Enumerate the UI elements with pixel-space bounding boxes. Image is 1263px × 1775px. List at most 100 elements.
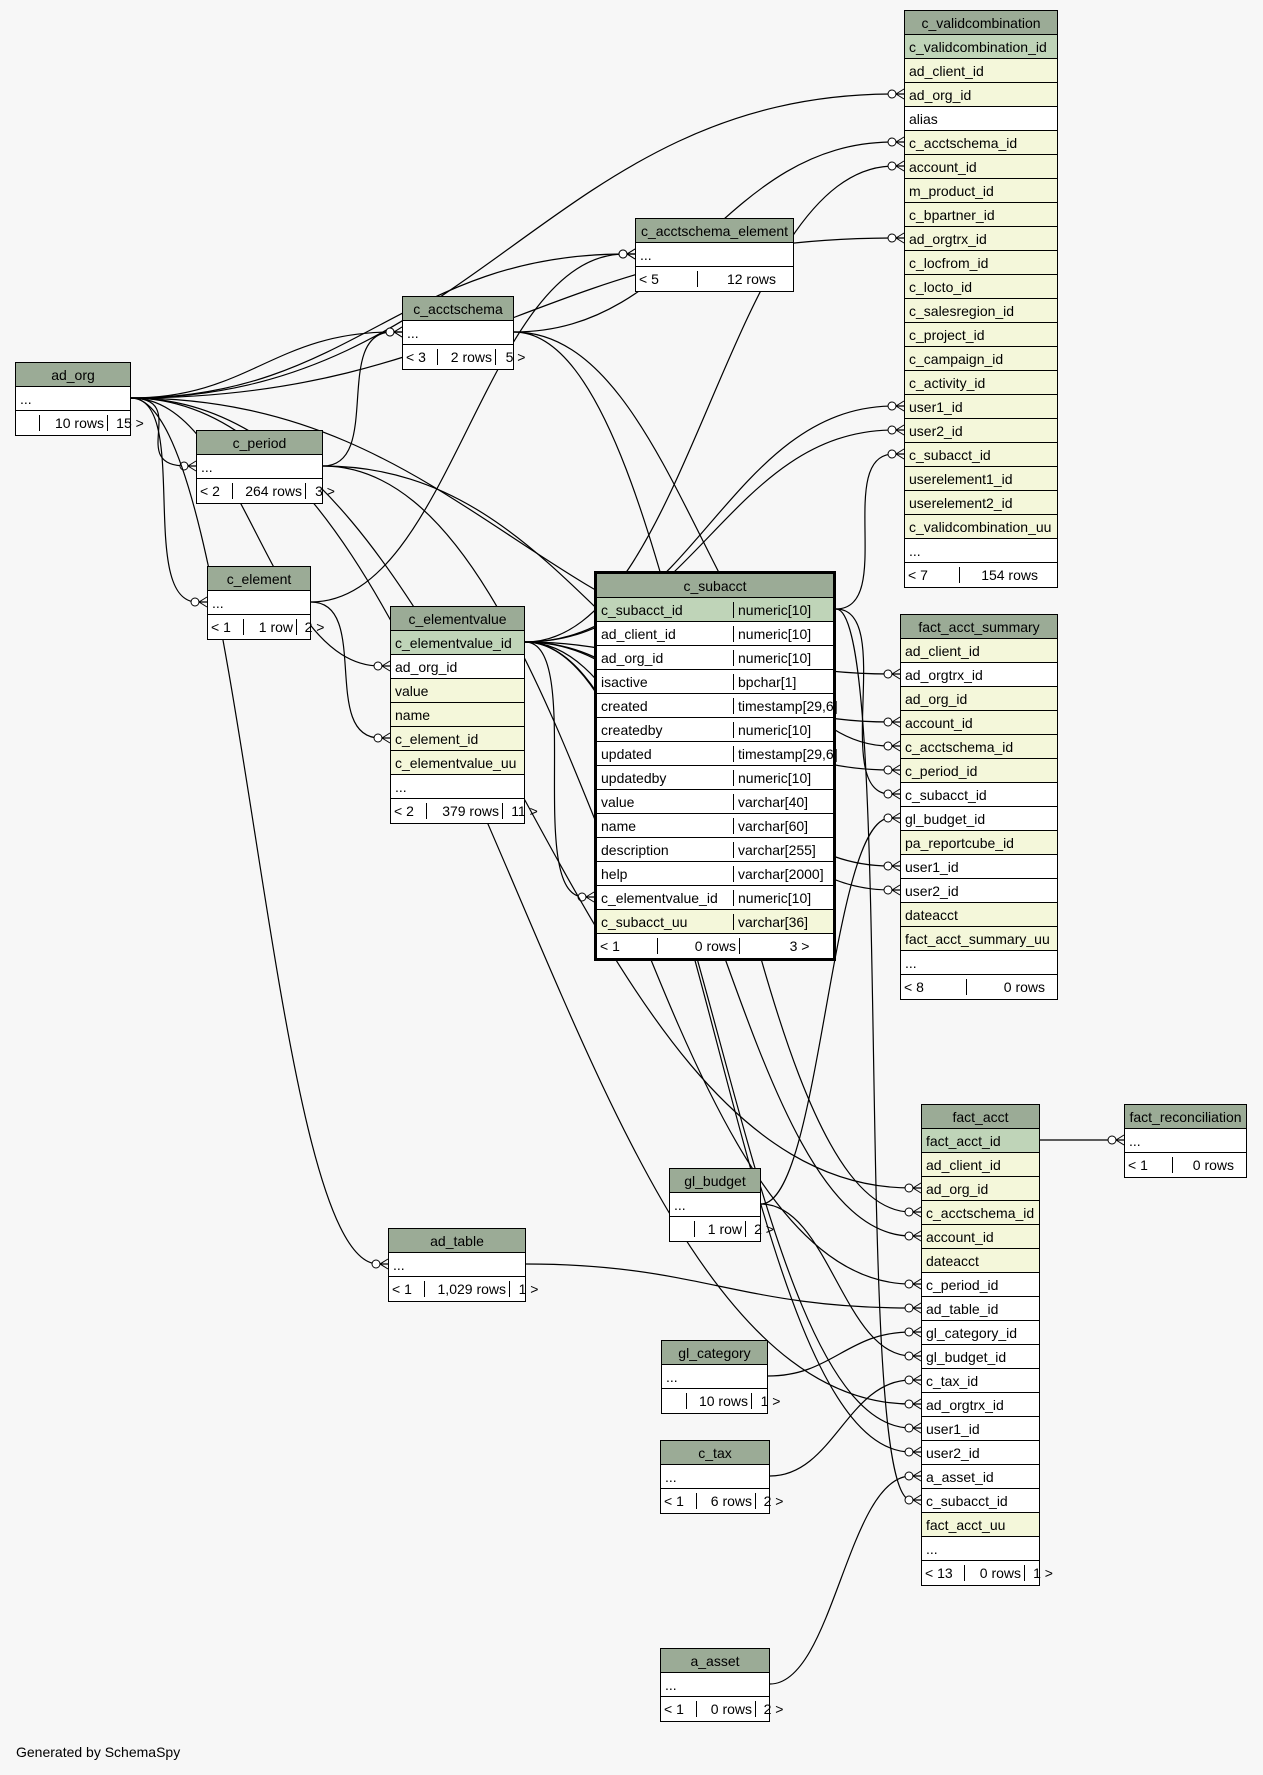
children-count[interactable]: 1 > bbox=[751, 1393, 789, 1409]
column-name: c_acctschema_id bbox=[905, 738, 1014, 755]
optional-marker bbox=[883, 741, 893, 751]
column-name: gl_category_id bbox=[926, 1324, 1018, 1341]
column-type: timestamp[29,6] bbox=[733, 697, 856, 714]
optional-marker bbox=[883, 861, 893, 871]
children-count[interactable]: 1 > bbox=[509, 1281, 547, 1297]
parents-count[interactable]: < 3 bbox=[406, 349, 426, 365]
column-row: c_locto_id bbox=[905, 275, 1057, 299]
optional-marker bbox=[904, 1375, 914, 1385]
row-count: 0 rows bbox=[696, 1701, 755, 1717]
children-count[interactable]: 3 > bbox=[305, 483, 344, 499]
crowfoot-marker bbox=[912, 1398, 922, 1405]
column-name: dateacct bbox=[926, 1252, 979, 1269]
column-name: c_elementvalue_id bbox=[601, 889, 718, 906]
column-name: createdby bbox=[601, 721, 663, 738]
crowfoot-marker bbox=[895, 88, 905, 95]
children-count[interactable]: 1 > bbox=[1024, 1565, 1061, 1581]
column-name: value bbox=[395, 682, 429, 699]
column-row: alias bbox=[905, 107, 1057, 131]
children-count[interactable]: 2 > bbox=[745, 1221, 782, 1237]
optional-marker bbox=[190, 597, 200, 607]
column-name: ad_orgtrx_id bbox=[905, 666, 983, 683]
optional-marker bbox=[385, 327, 395, 337]
children-count[interactable]: 15 > bbox=[107, 415, 152, 431]
parents-count[interactable]: < 13 bbox=[925, 1565, 953, 1581]
parents-count[interactable]: < 2 bbox=[394, 803, 414, 819]
children-count[interactable]: 2 > bbox=[755, 1701, 791, 1717]
column-row: c_subacct_id bbox=[901, 783, 1057, 807]
parents-count[interactable]: < 1 bbox=[392, 1281, 412, 1297]
relationship-line bbox=[130, 253, 635, 399]
column-row: c_validcombination_uu bbox=[905, 515, 1057, 539]
column-row: account_id bbox=[922, 1225, 1039, 1249]
children-count[interactable]: 2 > bbox=[296, 619, 332, 635]
column-row: c_acctschema_id bbox=[905, 131, 1057, 155]
children-count[interactable]: 3 > bbox=[739, 938, 859, 954]
column-row: account_id bbox=[901, 711, 1057, 735]
crowfoot-marker bbox=[912, 1470, 922, 1477]
table-title: c_validcombination bbox=[905, 11, 1057, 35]
column-name: name bbox=[601, 817, 637, 834]
parents-count[interactable]: < 5 bbox=[639, 271, 659, 287]
column-name: ad_table_id bbox=[926, 1300, 999, 1317]
optional-marker bbox=[887, 449, 897, 459]
column-name: ... bbox=[926, 1540, 938, 1557]
column-row: c_activity_id bbox=[905, 371, 1057, 395]
crowfoot-marker bbox=[912, 1206, 922, 1213]
table-title-text: fact_acct_summary bbox=[918, 618, 1040, 635]
optional-marker bbox=[618, 249, 628, 259]
column-name: dateacct bbox=[905, 906, 958, 923]
table-title-text: c_elementvalue bbox=[408, 610, 507, 627]
parents-count[interactable]: < 1 bbox=[664, 1701, 684, 1717]
crowfoot-marker bbox=[912, 1427, 922, 1434]
parents-count[interactable]: < 1 bbox=[211, 619, 231, 635]
column-row: user1_id bbox=[901, 855, 1057, 879]
optional-marker bbox=[904, 1423, 914, 1433]
column-name: value bbox=[601, 793, 635, 810]
crowfoot-marker bbox=[891, 817, 901, 824]
column-row: c_element_id bbox=[391, 727, 524, 751]
parents-count[interactable]: < 7 bbox=[908, 567, 928, 583]
children-count[interactable]: 11 > bbox=[502, 803, 546, 819]
children-count[interactable]: 2 > bbox=[755, 1493, 791, 1509]
parents-count[interactable]: < 1 bbox=[600, 938, 620, 954]
column-row: ad_org_id bbox=[905, 83, 1057, 107]
column-row: ad_orgtrx_id bbox=[922, 1393, 1039, 1417]
children-count[interactable]: 5 > bbox=[495, 349, 535, 365]
column-row: user2_id bbox=[901, 879, 1057, 903]
parents-count[interactable]: < 2 bbox=[200, 483, 220, 499]
column-type: varchar[2000] bbox=[733, 865, 856, 882]
parents-count[interactable]: < 8 bbox=[904, 979, 924, 995]
column-name: help bbox=[601, 865, 628, 882]
parents-count[interactable]: < 1 bbox=[664, 1493, 684, 1509]
crowfoot-marker bbox=[895, 237, 905, 244]
column-name: ... bbox=[407, 324, 419, 341]
column-name: ... bbox=[665, 1468, 677, 1485]
parents-count[interactable]: < 1 bbox=[1128, 1157, 1148, 1173]
crowfoot-marker bbox=[895, 453, 905, 460]
crowfoot-marker bbox=[626, 248, 636, 255]
optional-marker bbox=[887, 425, 897, 435]
column-name: user2_id bbox=[905, 882, 959, 899]
column-row: fact_acct_uu bbox=[922, 1513, 1039, 1537]
column-row: ... bbox=[389, 1253, 525, 1277]
column-type: numeric[10] bbox=[733, 769, 856, 786]
